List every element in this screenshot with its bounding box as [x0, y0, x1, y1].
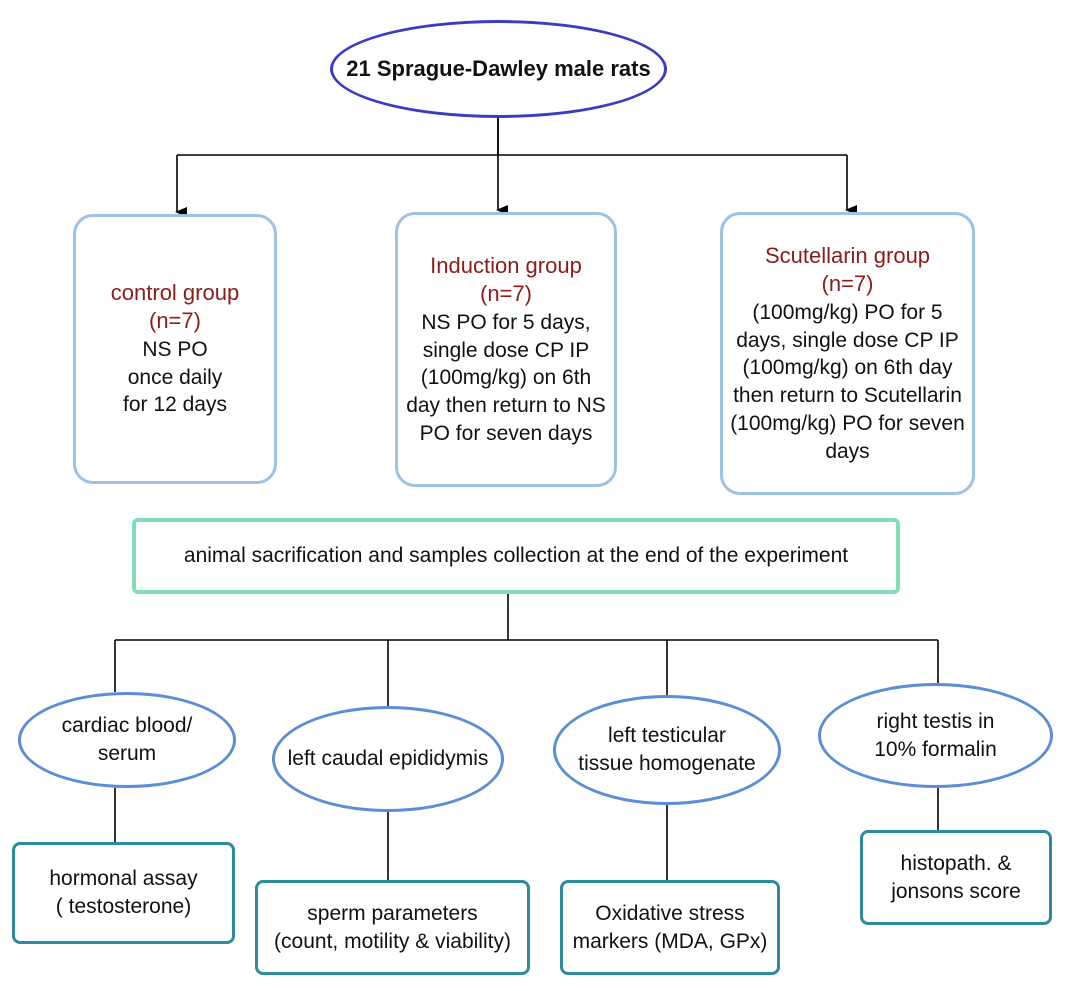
scutellarin-group-name: Scutellarin group: [764, 242, 931, 268]
test-line: ( testosterone): [55, 895, 192, 918]
control-group-line: once daily: [127, 365, 223, 389]
scutellarin-group-line: (100mg/kg) PO for seven: [730, 411, 965, 435]
sample-line: 10% formalin: [874, 737, 997, 761]
induction-group-box: Induction group (n=7) NS PO for 5 days, …: [395, 212, 617, 487]
sacrifice-text: animal sacrification and samples collect…: [183, 544, 849, 568]
test-line: markers (MDA, GPx): [572, 929, 768, 953]
sample-line: tissue homogenate: [578, 752, 756, 775]
scutellarin-group-line: then return to Scutellarin: [733, 384, 962, 408]
test-line: jonsons score: [891, 879, 1021, 903]
control-group-line: for 12 days: [123, 393, 227, 417]
control-group-line: NS PO: [142, 338, 208, 362]
test-line: sperm parameters: [307, 901, 478, 925]
sample-ellipse-serum: cardiac blood/ serum: [18, 692, 236, 788]
induction-group-line: NS PO for 5 days,: [421, 310, 591, 334]
test-box-sperm-parameters: sperm parameters (count, motility & viab…: [255, 880, 530, 975]
control-group-name: control group: [110, 279, 240, 305]
test-box-histopathology: histopath. & jonsons score: [860, 830, 1052, 925]
sample-line: serum: [97, 742, 157, 765]
sample-line: cardiac blood/: [61, 714, 193, 738]
scutellarin-group-line: days: [825, 439, 870, 463]
sample-line: left testicular: [608, 724, 726, 748]
sample-line: right testis in: [876, 709, 995, 733]
induction-group-line: day then return to NS: [406, 393, 606, 417]
control-group-box: control group (n=7) NS PO once daily for…: [73, 214, 277, 484]
induction-group-n: (n=7): [480, 281, 532, 307]
sample-ellipse-right-testis: right testis in 10% formalin: [818, 683, 1053, 788]
scutellarin-group-line: (100mg/kg) PO for 5: [752, 300, 943, 324]
scutellarin-group-line: days, single dose CP IP: [736, 328, 959, 352]
test-line: histopath. &: [900, 851, 1012, 875]
sample-line: left caudal epididymis: [287, 747, 489, 771]
scutellarin-group-box: Scutellarin group (n=7) (100mg/kg) PO fo…: [720, 212, 975, 495]
induction-group-line: PO for seven days: [419, 421, 593, 445]
test-box-oxidative-stress: Oxidative stress markers (MDA, GPx): [560, 880, 780, 975]
test-box-hormonal-assay: hormonal assay ( testosterone): [12, 842, 235, 944]
test-line: hormonal assay: [49, 867, 198, 891]
sample-ellipse-epididymis: left caudal epididymis: [272, 706, 504, 812]
induction-group-line: single dose CP IP: [422, 338, 590, 362]
test-line: (count, motility & viability): [274, 929, 511, 953]
scutellarin-group-n: (n=7): [821, 271, 874, 297]
sacrifice-box: animal sacrification and samples collect…: [132, 518, 900, 594]
title-ellipse: 21 Sprague-Dawley male rats: [330, 20, 667, 118]
scutellarin-group-line: (100mg/kg) on 6th day: [742, 356, 953, 380]
control-group-n: (n=7): [149, 308, 201, 334]
induction-group-name: Induction group: [430, 252, 582, 278]
induction-group-line: (100mg/kg) on 6th: [420, 366, 592, 390]
sample-ellipse-testicular-tissue: left testicular tissue homogenate: [553, 695, 781, 805]
test-line: Oxidative stress: [595, 901, 745, 925]
diagram-title: 21 Sprague-Dawley male rats: [346, 56, 651, 81]
